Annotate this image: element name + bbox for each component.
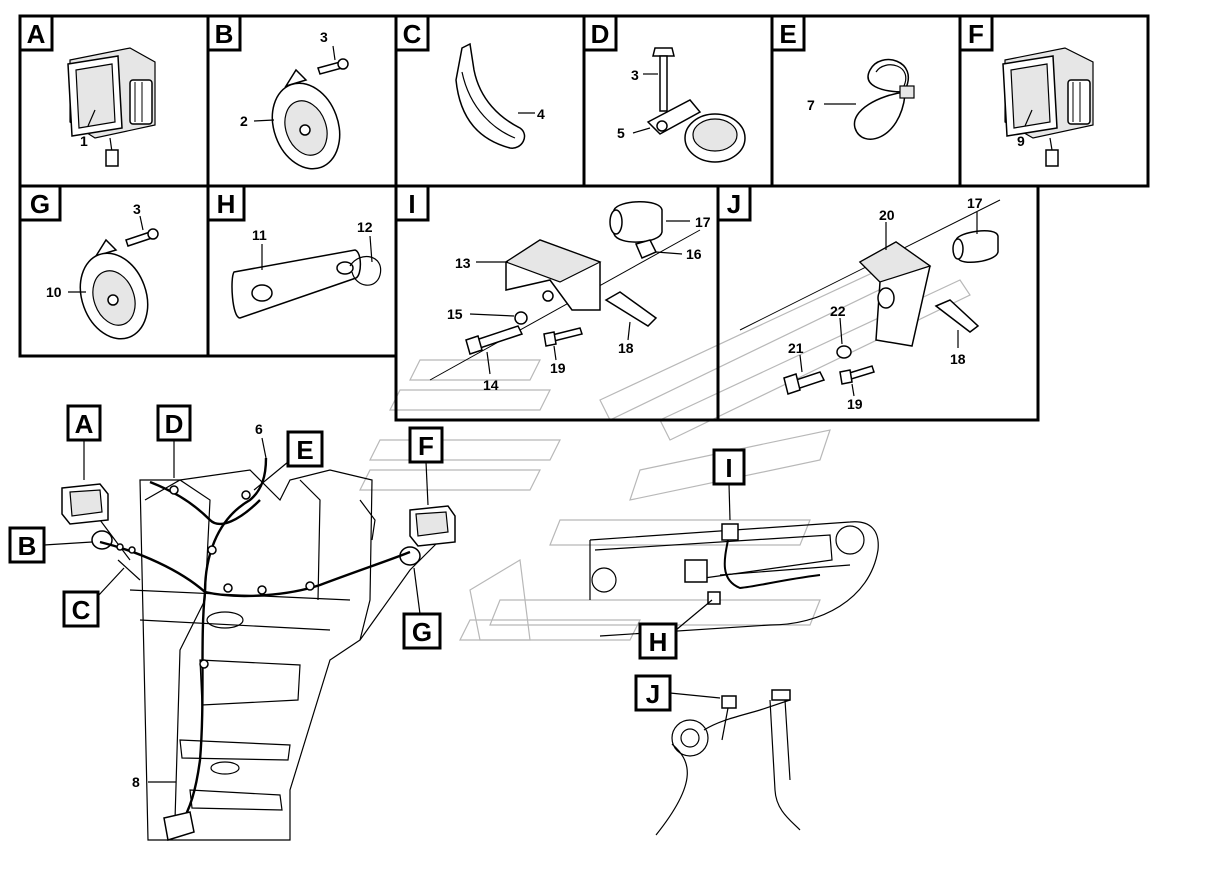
tag-g: G bbox=[402, 567, 442, 650]
callout-j-17: 17 bbox=[967, 195, 983, 211]
tag-b: B bbox=[8, 526, 93, 564]
svg-text:B: B bbox=[18, 531, 37, 561]
callout-11: 11 bbox=[252, 227, 267, 243]
callout-9: 9 bbox=[1017, 133, 1025, 149]
panel-a: A 1 bbox=[18, 14, 210, 188]
callout-22: 22 bbox=[830, 303, 846, 319]
callout-i-18: 18 bbox=[618, 340, 634, 356]
loop-clamp-icon bbox=[853, 59, 915, 140]
callout-4: 4 bbox=[537, 106, 545, 122]
panel-b-letter: B bbox=[215, 19, 234, 49]
tag-f: F bbox=[408, 426, 444, 506]
callout-d-3: 3 bbox=[631, 67, 639, 83]
panel-c-letter: C bbox=[403, 19, 422, 49]
cable-tie-icon bbox=[455, 42, 526, 149]
panel-h-letter: H bbox=[217, 189, 236, 219]
callout-13: 13 bbox=[455, 255, 471, 271]
tag-h: H bbox=[638, 599, 713, 660]
bracket-assembly-icon bbox=[739, 199, 1001, 395]
tag-a: A bbox=[66, 404, 102, 480]
callout-5: 5 bbox=[617, 125, 625, 141]
panel-b: B 3 2 bbox=[206, 14, 398, 188]
callout-15: 15 bbox=[447, 306, 463, 322]
horn-left bbox=[91, 530, 113, 550]
callout-g-3: 3 bbox=[133, 201, 141, 217]
callout-6: 6 bbox=[255, 421, 263, 437]
panel-a-letter: A bbox=[27, 19, 46, 49]
boom-end-drawing bbox=[655, 689, 801, 836]
bracket-plate-icon bbox=[231, 249, 382, 319]
svg-text:C: C bbox=[72, 595, 91, 625]
tag-d: D bbox=[156, 404, 192, 478]
svg-text:E: E bbox=[296, 435, 313, 465]
callout-12: 12 bbox=[357, 219, 373, 235]
callout-1: 1 bbox=[80, 133, 88, 149]
panel-e-letter: E bbox=[779, 19, 796, 49]
bracket-assembly-icon bbox=[429, 201, 701, 381]
panel-c: C 4 bbox=[394, 14, 586, 188]
panel-f-letter: F bbox=[968, 19, 984, 49]
callout-i-17: 17 bbox=[695, 214, 711, 230]
panel-e: E 7 bbox=[770, 14, 962, 188]
callout-j-19: 19 bbox=[847, 396, 863, 412]
callout-3: 3 bbox=[320, 29, 328, 45]
panel-i: I 17 13 16 15 18 14 19 bbox=[394, 184, 720, 422]
work-lamp-icon bbox=[1002, 47, 1094, 167]
panel-h: H 11 12 bbox=[206, 184, 398, 358]
panel-d: D 3 5 bbox=[582, 14, 774, 188]
panel-g: G 3 10 bbox=[18, 184, 210, 358]
boom-drawing bbox=[589, 521, 879, 637]
work-lamp-right bbox=[409, 505, 456, 547]
svg-text:F: F bbox=[418, 431, 434, 461]
svg-text:I: I bbox=[725, 453, 732, 483]
callout-8: 8 bbox=[132, 774, 140, 790]
tag-c: C bbox=[62, 567, 125, 628]
panel-i-letter: I bbox=[408, 189, 415, 219]
panel-f: F 9 bbox=[958, 14, 1150, 188]
callout-j-18: 18 bbox=[950, 351, 966, 367]
panel-j: J 20 17 22 21 18 19 bbox=[716, 184, 1040, 422]
panel-d-letter: D bbox=[591, 19, 610, 49]
callout-16: 16 bbox=[686, 246, 702, 262]
work-lamp-icon bbox=[67, 47, 156, 167]
panel-g-letter: G bbox=[30, 189, 50, 219]
svg-text:G: G bbox=[412, 617, 432, 647]
callout-21: 21 bbox=[788, 340, 804, 356]
svg-text:A: A bbox=[75, 409, 94, 439]
callout-i-19: 19 bbox=[550, 360, 566, 376]
horn-icon bbox=[79, 228, 159, 340]
horn-icon bbox=[271, 58, 349, 170]
callout-2: 2 bbox=[240, 113, 248, 129]
svg-text:H: H bbox=[649, 627, 668, 657]
tag-i: I bbox=[712, 448, 746, 521]
callout-20: 20 bbox=[879, 207, 895, 223]
callout-7: 7 bbox=[807, 97, 815, 113]
svg-text:D: D bbox=[165, 409, 184, 439]
tag-j: J bbox=[634, 674, 721, 712]
horn-right bbox=[399, 546, 421, 566]
clamp-bolt-icon bbox=[646, 47, 746, 163]
wiring-harness bbox=[99, 457, 411, 841]
callout-14: 14 bbox=[483, 377, 499, 393]
front-frame-drawing bbox=[99, 469, 441, 841]
work-lamp-left bbox=[61, 483, 109, 525]
tag-e: E bbox=[253, 430, 324, 491]
panel-j-letter: J bbox=[727, 189, 741, 219]
callout-10: 10 bbox=[46, 284, 62, 300]
svg-text:J: J bbox=[646, 679, 660, 709]
